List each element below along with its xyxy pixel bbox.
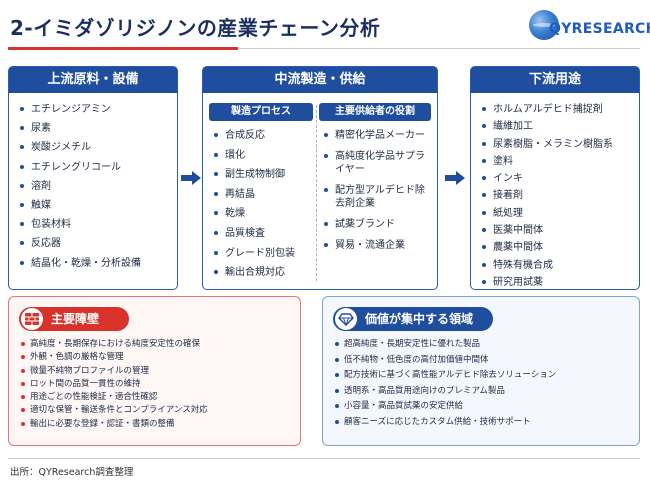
- list-item: 接着剤: [479, 189, 639, 202]
- list-item: 適切な保管・輸送条件とコンプライアンス対応: [19, 405, 208, 415]
- suppliers-list: 精密化学品メーカー 高純度化学品サプライヤー 配方型アルデヒド除去剤企業 試薬ブ…: [319, 121, 431, 252]
- list-item: ロット間の品質一貫性の維持: [19, 379, 208, 389]
- midstream-panel: 中流製造・供給 製造プロセス 合成反応 環化 副生成物制御 再結晶 乾燥 品質検…: [202, 66, 438, 290]
- list-item: 乾燥: [211, 207, 313, 220]
- list-item: 外観・色調の厳格な管理: [19, 352, 208, 362]
- upstream-heading: 上流原料・設備: [9, 67, 177, 93]
- list-item: 溶剤: [17, 180, 177, 193]
- list-item: 配方型アルデヒド除去剤企業: [321, 184, 431, 210]
- list-item: 反応器: [17, 237, 177, 250]
- list-item: 炭酸ジメチル: [17, 141, 177, 154]
- list-item: 結晶化・乾燥・分析設備: [17, 257, 177, 270]
- page-title: 2-イミダゾリジノンの産業チェーン分析: [10, 16, 381, 40]
- list-item: 高純度化学品サプライヤー: [321, 150, 431, 176]
- globe-icon: [529, 10, 559, 40]
- list-item: 触媒: [17, 199, 177, 212]
- barriers-heading: 主要障壁: [51, 312, 100, 326]
- value-list: 超高純度・長期安定性に優れた製品 低不純物・低色度の高付加価値中間体 配方技術に…: [333, 339, 556, 433]
- list-item: 塗料: [479, 155, 639, 168]
- list-item: 透明系・高品質用途向けのプレミアム製品: [333, 386, 556, 396]
- list-item: 尿素樹脂・メラミン樹脂系: [479, 138, 639, 151]
- list-item: 研究用試薬: [479, 276, 639, 289]
- list-item: 医薬中間体: [479, 224, 639, 237]
- logo-text: QYRESEARCH: [549, 21, 650, 37]
- list-item: 超高純度・長期安定性に優れた製品: [333, 339, 556, 349]
- list-item: 包装材料: [17, 218, 177, 231]
- list-item: 配方技術に基づく高性能アルデヒド除去ソリューション: [333, 370, 556, 380]
- downstream-heading: 下流用途: [471, 67, 639, 93]
- list-item: 尿素: [17, 122, 177, 135]
- suppliers-column: 主要供給者の役割 精密化学品メーカー 高純度化学品サプライヤー 配方型アルデヒド…: [319, 103, 431, 260]
- list-item: ホルムアルデヒド捕捉剤: [479, 103, 639, 116]
- list-item: 精密化学品メーカー: [321, 129, 431, 142]
- footer-divider: [8, 458, 640, 459]
- list-item: 合成反応: [211, 129, 313, 142]
- list-item: 輸出合規対応: [211, 266, 313, 279]
- process-list: 合成反応 環化 副生成物制御 再結晶 乾燥 品質検査 グレード別包装 輸出合規対…: [209, 121, 313, 279]
- downstream-panel: 下流用途 ホルムアルデヒド捕捉剤 繊維加工 尿素樹脂・メラミン樹脂系 塗料 イン…: [470, 66, 640, 290]
- upstream-panel: 上流原料・設備 エチレンジアミン 尿素 炭酸ジメチル エチレングリコール 溶剤 …: [8, 66, 178, 290]
- suppliers-heading: 主要供給者の役割: [319, 103, 431, 121]
- list-item: 再結晶: [211, 188, 313, 201]
- list-item: 顧客ニーズに応じたカスタム供給・技術サポート: [333, 417, 556, 427]
- barriers-panel: 主要障壁 高純度・長期保存における純度安定性の確保 外観・色調の厳格な管理 微量…: [8, 296, 301, 446]
- list-item: 副生成物制御: [211, 168, 313, 181]
- list-item: グレード別包装: [211, 247, 313, 260]
- list-item: 微量不純物プロファイルの管理: [19, 366, 208, 376]
- list-item: 貿易・流通企業: [321, 239, 431, 252]
- list-item: エチレングリコール: [17, 161, 177, 174]
- list-item: 輸出に必要な登録・認証・書類の整備: [19, 419, 208, 429]
- column-divider: [316, 105, 317, 281]
- arrow-right-icon: [445, 171, 465, 185]
- source-note: 出所：QYResearch調査整理: [10, 467, 134, 478]
- process-heading: 製造プロセス: [209, 103, 313, 121]
- list-item: 農薬中間体: [479, 241, 639, 254]
- list-item: エチレンジアミン: [17, 103, 177, 116]
- value-heading: 価値が集中する領域: [365, 312, 474, 326]
- list-item: 用途ごとの性能検証・適合性確認: [19, 392, 208, 402]
- brick-wall-icon: [21, 308, 43, 330]
- value-panel: 価値が集中する領域 超高純度・長期安定性に優れた製品 低不純物・低色度の高付加価…: [322, 296, 640, 446]
- value-heading-pill: 価値が集中する領域: [333, 307, 493, 331]
- list-item: 環化: [211, 149, 313, 162]
- title-divider: [8, 48, 640, 49]
- diamond-icon: [335, 308, 357, 330]
- list-item: 高純度・長期保存における純度安定性の確保: [19, 339, 208, 349]
- process-column: 製造プロセス 合成反応 環化 副生成物制御 再結晶 乾燥 品質検査 グレード別包…: [209, 103, 313, 286]
- list-item: インキ: [479, 172, 639, 185]
- list-item: 特殊有機合成: [479, 259, 639, 272]
- list-item: 低不純物・低色度の高付加価値中間体: [333, 355, 556, 365]
- list-item: 小容量・高品質試薬の安定供給: [333, 401, 556, 411]
- list-item: 紙処理: [479, 207, 639, 220]
- midstream-heading: 中流製造・供給: [203, 67, 437, 93]
- title-accent-bar: [8, 47, 238, 50]
- arrow-right-icon: [181, 171, 201, 185]
- barriers-heading-pill: 主要障壁: [19, 307, 129, 331]
- upstream-list: エチレンジアミン 尿素 炭酸ジメチル エチレングリコール 溶剤 触媒 包装材料 …: [9, 93, 177, 270]
- downstream-list: ホルムアルデヒド捕捉剤 繊維加工 尿素樹脂・メラミン樹脂系 塗料 インキ 接着剤…: [471, 93, 639, 289]
- brand-logo: QYRESEARCH: [525, 8, 650, 44]
- list-item: 繊維加工: [479, 120, 639, 133]
- list-item: 品質検査: [211, 227, 313, 240]
- barriers-list: 高純度・長期保存における純度安定性の確保 外観・色調の厳格な管理 微量不純物プロ…: [19, 339, 208, 432]
- list-item: 試薬ブランド: [321, 218, 431, 231]
